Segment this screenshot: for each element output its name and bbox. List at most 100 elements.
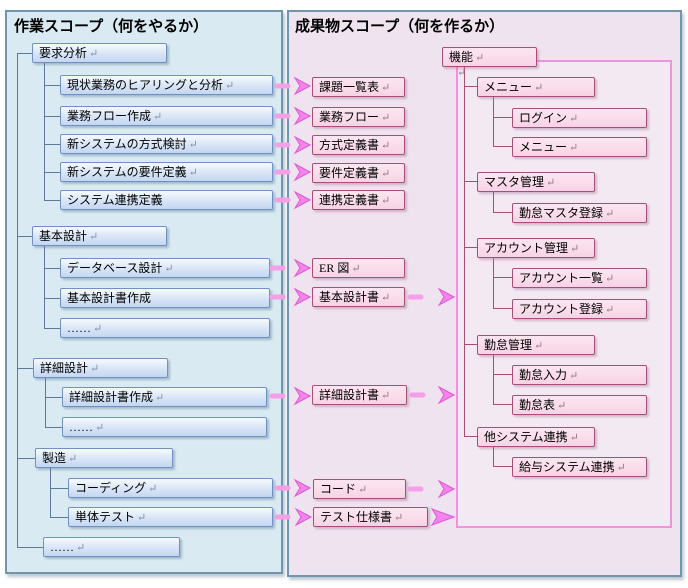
connector-line — [17, 236, 32, 237]
return-mark: ↵ — [381, 292, 391, 304]
connector-line — [17, 53, 18, 547]
connector-line — [50, 468, 51, 517]
feature-label: マスタ管理 — [484, 175, 545, 189]
feature-login: ログイン↵ — [512, 108, 647, 128]
connector-line — [493, 466, 512, 467]
connector-line — [44, 268, 60, 269]
task-requirements-analysis: 要求分析↵ — [32, 43, 167, 63]
return-mark: ↵ — [557, 400, 567, 412]
deliverable-code: コード↵ — [313, 479, 406, 499]
task-manufacturing: 製造↵ — [35, 448, 173, 468]
return-mark: ↵ — [95, 422, 105, 434]
feature-payroll-integration: 給与システム連携↵ — [512, 457, 647, 477]
task-detail-design: 詳細設計↵ — [33, 358, 168, 378]
return-mark: ↵ — [351, 263, 361, 275]
deliverable-label: 課題一覧表 — [319, 80, 380, 94]
task-label: 単体テスト — [75, 510, 136, 524]
return-mark: ↵ — [605, 304, 615, 316]
task-workflow-creation: 業務フロー作成↵ — [60, 106, 273, 126]
return-mark: ↵ — [148, 483, 158, 495]
return-mark: ↵ — [546, 177, 556, 189]
task-ellipsis-1: ……↵ — [60, 318, 270, 338]
feature-account-list: アカウント一覧↵ — [512, 268, 647, 288]
task-label: 基本設計 — [39, 229, 88, 243]
deliverable-method-spec: 方式定義書↵ — [312, 135, 405, 155]
feature-label: アカウント登録 — [519, 302, 604, 316]
return-mark: ↵ — [90, 363, 100, 375]
deliverable-label: コード — [320, 482, 357, 496]
deliverable-label: 業務フロー — [319, 110, 380, 124]
task-unit-test: 単体テスト↵ — [68, 507, 273, 527]
feature-label: メニュー — [519, 140, 568, 154]
feature-label: アカウント一覧 — [519, 271, 604, 285]
deliverable-integration-spec: 連携定義書↵ — [312, 190, 405, 210]
connector-line — [45, 427, 62, 428]
connector-line — [493, 354, 494, 405]
connector-line — [44, 85, 60, 86]
feature-label: 勤怠入力 — [519, 368, 568, 382]
deliverable-er-diagram: ER 図↵ — [312, 258, 405, 278]
deliverable-label: テスト仕様書 — [320, 510, 393, 524]
task-label: 基本設計書作成 — [67, 291, 152, 305]
feature-attendance-sheet: 勤怠表↵ — [512, 395, 647, 415]
connector-line — [44, 328, 60, 329]
deliverable-label: 詳細設計書 — [319, 388, 380, 402]
feature-root: 機能↵ — [442, 47, 537, 67]
connector-line — [44, 298, 60, 299]
return-mark: ↵ — [569, 142, 579, 154]
task-label: データベース設計 — [67, 261, 163, 275]
return-mark: ↵ — [225, 80, 235, 92]
feature-menu: メニュー↵ — [477, 77, 595, 97]
return-mark: ↵ — [534, 340, 544, 352]
feature-label: メニュー — [484, 80, 533, 94]
deliverable-label: 基本設計書 — [319, 290, 380, 304]
return-mark: ↵ — [381, 140, 391, 152]
connector-line — [493, 277, 512, 278]
task-label: 新システムの方式検討 — [67, 137, 187, 151]
task-system-integration-def: システム連携定義 — [60, 190, 273, 210]
deliverable-basic-design-doc: 基本設計書↵ — [312, 287, 405, 307]
task-ellipsis-2: ……↵ — [62, 417, 267, 437]
task-coding: コーディング↵ — [68, 478, 273, 498]
task-database-design: データベース設計↵ — [60, 258, 270, 278]
return-mark: ↵ — [605, 208, 615, 220]
connector-line — [17, 368, 33, 369]
task-label: システム連携定義 — [67, 193, 163, 207]
feature-label: 給与システム連携 — [519, 460, 615, 474]
connector-line — [464, 181, 477, 182]
task-label: 製造 — [42, 451, 67, 465]
return-mark: ↵ — [153, 111, 163, 123]
return-mark: ↵ — [475, 52, 485, 64]
return-mark: ↵ — [381, 390, 391, 402]
task-label: 現状業務のヒアリングと分析 — [67, 78, 224, 92]
connector-line — [464, 247, 477, 248]
feature-account-reg: アカウント登録↵ — [512, 299, 647, 319]
deliverable-label: 方式定義書 — [319, 138, 380, 152]
task-label: 業務フロー作成 — [67, 109, 152, 123]
return-mark: ↵ — [76, 542, 86, 554]
return-mark: ↵ — [381, 195, 391, 207]
connector-line — [493, 308, 512, 309]
feature-label: 勤怠表 — [519, 398, 556, 412]
connector-line — [50, 488, 68, 489]
feature-attendance-master-reg: 勤怠マスタ登録↵ — [512, 203, 647, 223]
return-mark: ↵ — [164, 263, 174, 275]
return-mark: ↵ — [358, 484, 368, 496]
task-label: 要求分析 — [39, 46, 88, 60]
task-label: 詳細設計書作成 — [69, 390, 154, 404]
connector-line — [17, 458, 35, 459]
connector-line — [44, 172, 60, 173]
return-mark: ↵ — [89, 231, 99, 243]
connector-line — [493, 212, 512, 213]
feature-label: アカウント管理 — [484, 241, 569, 255]
feature-external-integration: 他システム連携↵ — [477, 427, 595, 447]
connector-line — [44, 200, 60, 201]
task-label: …… — [50, 540, 74, 554]
return-mark: ↵ — [381, 168, 391, 180]
return-mark: ↵ — [616, 462, 626, 474]
return-mark: ↵ — [89, 48, 99, 60]
feature-label: 他システム連携 — [484, 430, 568, 444]
feature-label: ログイン — [519, 111, 568, 125]
return-mark: ↵ — [569, 370, 579, 382]
return-mark: ↵ — [381, 82, 391, 94]
